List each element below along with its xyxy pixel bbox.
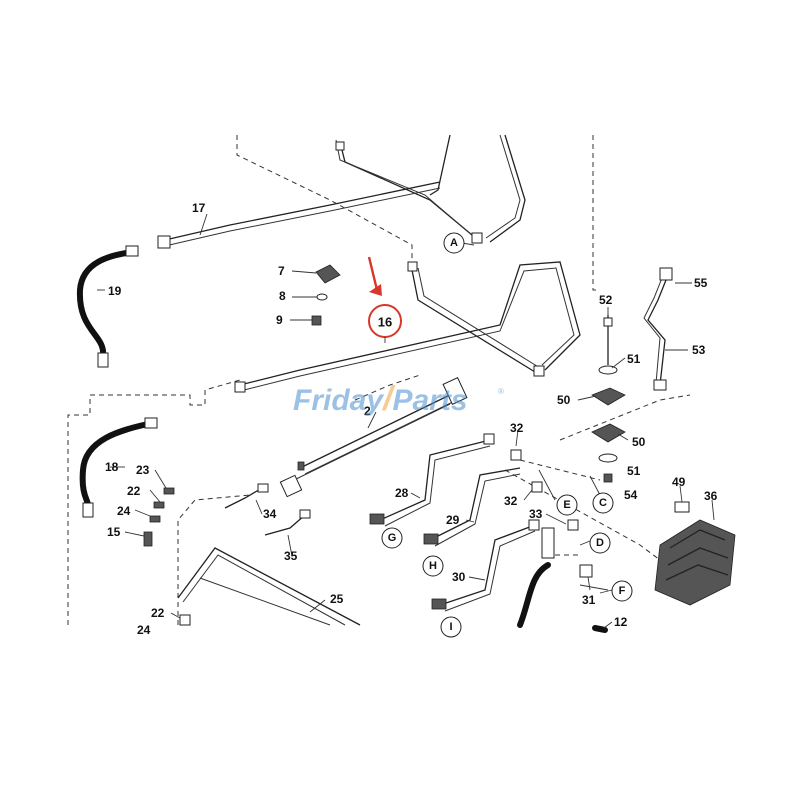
highlight-16: 16	[367, 256, 402, 343]
label-36: 36	[704, 489, 718, 503]
label-34: 34	[263, 507, 277, 521]
label-50-upper: 50	[557, 393, 571, 407]
label-23: 23	[136, 463, 150, 477]
bolt-parts	[143, 487, 175, 547]
svg-text:Friday/Parts: Friday/Parts	[293, 380, 468, 418]
label-29: 29	[446, 513, 460, 527]
label-54: 54	[624, 488, 638, 502]
label-32-lower: 32	[504, 494, 518, 508]
ref-I: I	[440, 616, 462, 638]
svg-text:C: C	[599, 497, 607, 509]
part-labels: 17 19 7 8 9 52 55 51 53 50 50 51 54 2 32…	[105, 201, 718, 637]
label-32-upper: 32	[510, 421, 524, 435]
nut-9	[311, 315, 322, 326]
pipes-25	[177, 547, 361, 626]
clamp-50-lower	[591, 423, 626, 443]
reference-letters: A C E D F G H I	[381, 232, 633, 638]
clamp-50-upper	[591, 387, 626, 406]
watermark-registered: ®	[498, 387, 504, 396]
watermark: Friday/Parts ®	[293, 380, 504, 418]
label-22-lower: 22	[151, 606, 165, 620]
label-52: 52	[599, 293, 613, 307]
svg-text:G: G	[388, 532, 397, 544]
dashed-guides	[67, 135, 691, 625]
control-valve-36	[654, 501, 736, 606]
label-49: 49	[672, 475, 686, 489]
nut-54	[603, 473, 613, 483]
label-33: 33	[529, 507, 543, 521]
label-12: 12	[614, 615, 628, 629]
label-24: 24	[117, 504, 131, 518]
svg-text:I: I	[449, 621, 452, 633]
hose-18	[79, 417, 158, 518]
label-35: 35	[284, 549, 298, 563]
label-19: 19	[108, 284, 122, 298]
label-15: 15	[107, 525, 121, 539]
label-51-lower: 51	[627, 464, 641, 478]
ref-C: C	[592, 492, 614, 514]
hoses-34-35	[224, 483, 311, 536]
label-30: 30	[452, 570, 466, 584]
watermark-friday: Friday	[293, 384, 384, 417]
label-2: 2	[364, 404, 371, 418]
tube-bundle-2	[279, 376, 468, 498]
svg-text:E: E	[563, 499, 570, 511]
label-9: 9	[276, 313, 283, 327]
label-28: 28	[395, 486, 409, 500]
washer-51-upper	[598, 365, 618, 375]
washer-51-lower	[598, 453, 618, 463]
valve-hoses	[517, 527, 608, 633]
line-16-assembly	[234, 261, 581, 393]
ref-G: G	[381, 527, 403, 549]
bracket-parts	[311, 264, 341, 326]
ref-F: F	[611, 580, 633, 602]
clamp-7	[315, 264, 341, 284]
label-51-upper: 51	[627, 352, 641, 366]
svg-text:A: A	[450, 237, 458, 249]
hose-19	[76, 245, 139, 368]
label-22: 22	[127, 484, 141, 498]
upper-pipes	[157, 134, 526, 249]
label-31: 31	[582, 593, 596, 607]
ref-H: H	[422, 555, 444, 577]
label-17: 17	[192, 201, 206, 215]
label-18: 18	[105, 460, 119, 474]
ref-A: A	[443, 232, 465, 254]
label-50-lower: 50	[632, 435, 646, 449]
watermark-parts: Parts	[392, 384, 467, 417]
label-55: 55	[694, 276, 708, 290]
svg-text:F: F	[619, 585, 626, 597]
label-25: 25	[330, 592, 344, 606]
red-arrowhead-icon	[369, 284, 382, 296]
leader-lines	[97, 213, 715, 629]
ref-E: E	[556, 494, 578, 516]
label-53: 53	[692, 343, 706, 357]
fitting-17	[157, 235, 171, 249]
washer-8	[316, 293, 328, 301]
pipe-53	[643, 267, 673, 391]
clamp-stack	[591, 315, 626, 483]
label-8: 8	[279, 289, 286, 303]
red-arrow-icon	[367, 256, 379, 291]
label-24-lower: 24	[137, 623, 151, 637]
pipes-28-29-30	[369, 433, 579, 612]
svg-text:H: H	[429, 560, 437, 572]
label-7: 7	[278, 264, 285, 278]
label-16: 16	[378, 315, 392, 330]
ref-D: D	[589, 532, 611, 554]
svg-text:D: D	[596, 537, 604, 549]
